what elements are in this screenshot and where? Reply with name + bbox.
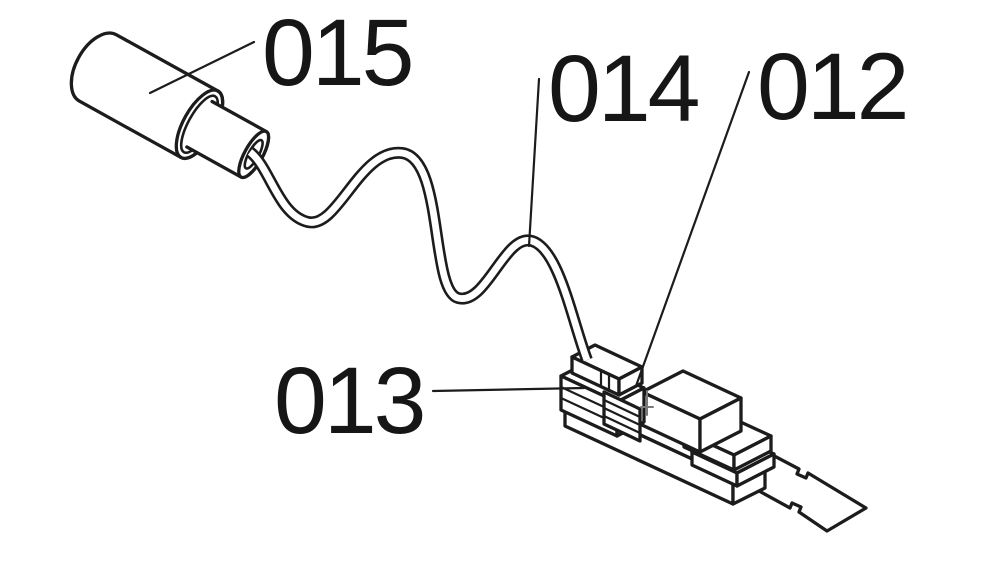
- leader-line-012: [634, 70, 751, 388]
- terminal-slot: [599, 369, 611, 393]
- cable-outline: [245, 146, 593, 363]
- part-label-013: 013: [274, 348, 424, 454]
- part-label-014: 014: [548, 36, 699, 142]
- plug-cap-assembly: [69, 31, 271, 180]
- terminal-block: [559, 343, 646, 443]
- cable-core: [247, 149, 591, 362]
- connector-assembly: [559, 343, 868, 533]
- sensor-body-block: [640, 369, 743, 454]
- pin-mark: [640, 390, 654, 416]
- leader-line-015: [148, 40, 256, 95]
- leader-line-013: [431, 386, 586, 393]
- leader-line-014: [527, 77, 541, 248]
- part-label-015: 015: [262, 0, 412, 106]
- cable-tube: [245, 146, 593, 363]
- part-label-012: 012: [757, 34, 907, 140]
